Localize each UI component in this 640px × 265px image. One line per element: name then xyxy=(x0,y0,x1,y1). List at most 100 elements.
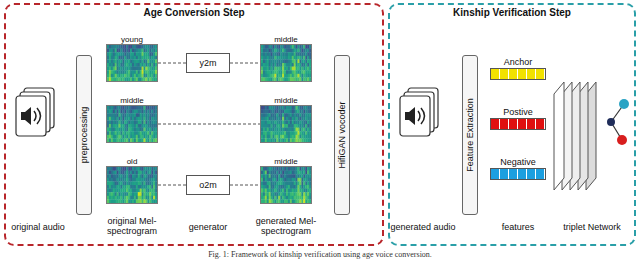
spectrogram-cell xyxy=(263,45,265,49)
spectrogram-cell xyxy=(269,192,271,196)
spectrogram-cell xyxy=(147,59,149,63)
spectrogram-cell xyxy=(299,77,301,81)
spectrogram-cell xyxy=(153,70,155,74)
spectrogram-cell xyxy=(142,192,144,196)
spectrogram-cell xyxy=(296,189,298,193)
spectrogram-cell xyxy=(111,196,113,200)
spectrogram-cell xyxy=(276,110,278,114)
spectrogram-cell xyxy=(296,196,298,200)
spectrogram-cell xyxy=(140,196,142,200)
spectrogram-cell xyxy=(149,171,151,175)
spectrogram-cell xyxy=(138,181,140,185)
spectrogram-cell xyxy=(282,192,284,196)
spectrogram-cell xyxy=(134,189,136,193)
spectrogram-cell xyxy=(149,174,151,178)
spectrogram-cell xyxy=(299,185,301,189)
spectrogram-cell xyxy=(284,117,286,121)
spectrogram-cell xyxy=(128,110,130,114)
spectrogram-cell xyxy=(307,49,309,53)
spectrogram-cell xyxy=(136,131,138,135)
feature-vector: Negative xyxy=(490,168,546,180)
spectrogram-cell xyxy=(261,70,263,74)
spectrogram-cell xyxy=(278,56,280,60)
spectrogram-cell xyxy=(124,59,126,63)
spectrogram-cell xyxy=(269,117,271,121)
annotation-label: original Mel-spectrogram xyxy=(92,216,172,236)
spectrogram-cell xyxy=(292,110,294,114)
spectrogram-cell xyxy=(263,192,265,196)
spectrogram-cell xyxy=(130,174,132,178)
spectrogram-cell xyxy=(298,59,300,63)
spectrogram-cell xyxy=(309,117,311,121)
spectrogram-cell xyxy=(299,117,301,121)
spectrogram-cell xyxy=(109,174,111,178)
spectrogram-cell xyxy=(147,192,149,196)
spectrogram-cell xyxy=(292,56,294,60)
spectrogram-cell xyxy=(122,181,124,185)
spectrogram-cell xyxy=(309,171,311,175)
spectrogram-cell xyxy=(115,128,117,132)
spectrogram-cell xyxy=(119,45,121,49)
spectrogram-cell xyxy=(145,135,147,139)
spectrogram-cell xyxy=(269,110,271,114)
spectrogram-cell xyxy=(145,120,147,124)
spectrogram-cell xyxy=(305,171,307,175)
spectrogram-cell xyxy=(282,67,284,71)
spectrogram-cell xyxy=(138,45,140,49)
spectrogram-cell xyxy=(301,59,303,63)
spectrogram-cell xyxy=(273,185,275,189)
spectrogram-cell xyxy=(134,49,136,53)
spectrogram-cell xyxy=(134,74,136,78)
spectrogram-cell xyxy=(309,174,311,178)
spectrogram-cell xyxy=(153,49,155,53)
spectrogram-cell xyxy=(276,189,278,193)
spectrogram-cell xyxy=(128,128,130,132)
spectrogram-cell xyxy=(113,106,115,110)
spectrogram-cell xyxy=(120,167,122,171)
spectrogram-cell xyxy=(301,74,303,78)
spectrogram-cell xyxy=(271,135,273,139)
spectrogram-cell xyxy=(276,77,278,81)
spectrogram-cell xyxy=(298,67,300,71)
spectrogram-cell xyxy=(261,135,263,139)
spectrogram-cell xyxy=(292,181,294,185)
spectrogram-cell xyxy=(305,49,307,53)
spectrogram-cell xyxy=(132,192,134,196)
spectrogram-cell xyxy=(107,120,109,124)
spectrogram-cell xyxy=(284,189,286,193)
spectrogram-cell xyxy=(147,189,149,193)
spectrogram-cell xyxy=(299,181,301,185)
spectrogram-cell xyxy=(269,167,271,171)
spectrogram-cell xyxy=(309,59,311,63)
spectrogram-cell xyxy=(269,181,271,185)
spectrogram-cell xyxy=(120,52,122,56)
spectrogram-cell xyxy=(151,189,153,193)
spectrogram-cell xyxy=(301,117,303,121)
spectrogram-cell xyxy=(153,185,155,189)
spectrogram-cell xyxy=(109,189,111,193)
spectrogram-cell xyxy=(153,74,155,78)
spectrogram-cell xyxy=(144,174,146,178)
spectrogram-cell xyxy=(303,189,305,193)
spectrogram-cell xyxy=(151,124,153,128)
spectrogram-cell xyxy=(282,178,284,182)
spectrogram-cell xyxy=(113,189,115,193)
spectrogram-cell xyxy=(140,171,142,175)
spectrogram-cell xyxy=(149,196,151,200)
spectrogram-cell xyxy=(286,131,288,135)
spectrogram-cell xyxy=(107,196,109,200)
spectrogram-cell xyxy=(115,171,117,175)
spectrogram-cell xyxy=(309,49,311,53)
spectrogram-cell xyxy=(155,63,157,67)
spectrogram-cell xyxy=(142,77,144,81)
spectrogram-cell xyxy=(288,135,290,139)
spectrogram-cell xyxy=(290,135,292,139)
spectrogram-cell xyxy=(147,74,149,78)
spectrogram-cell xyxy=(117,199,119,203)
spectrogram-cell xyxy=(126,189,128,193)
spectrogram-cell xyxy=(301,178,303,182)
spectrogram-cell xyxy=(117,138,119,142)
spectrogram-cell xyxy=(309,56,311,60)
spectrogram-cell xyxy=(265,67,267,71)
spectrogram-cell xyxy=(115,117,117,121)
